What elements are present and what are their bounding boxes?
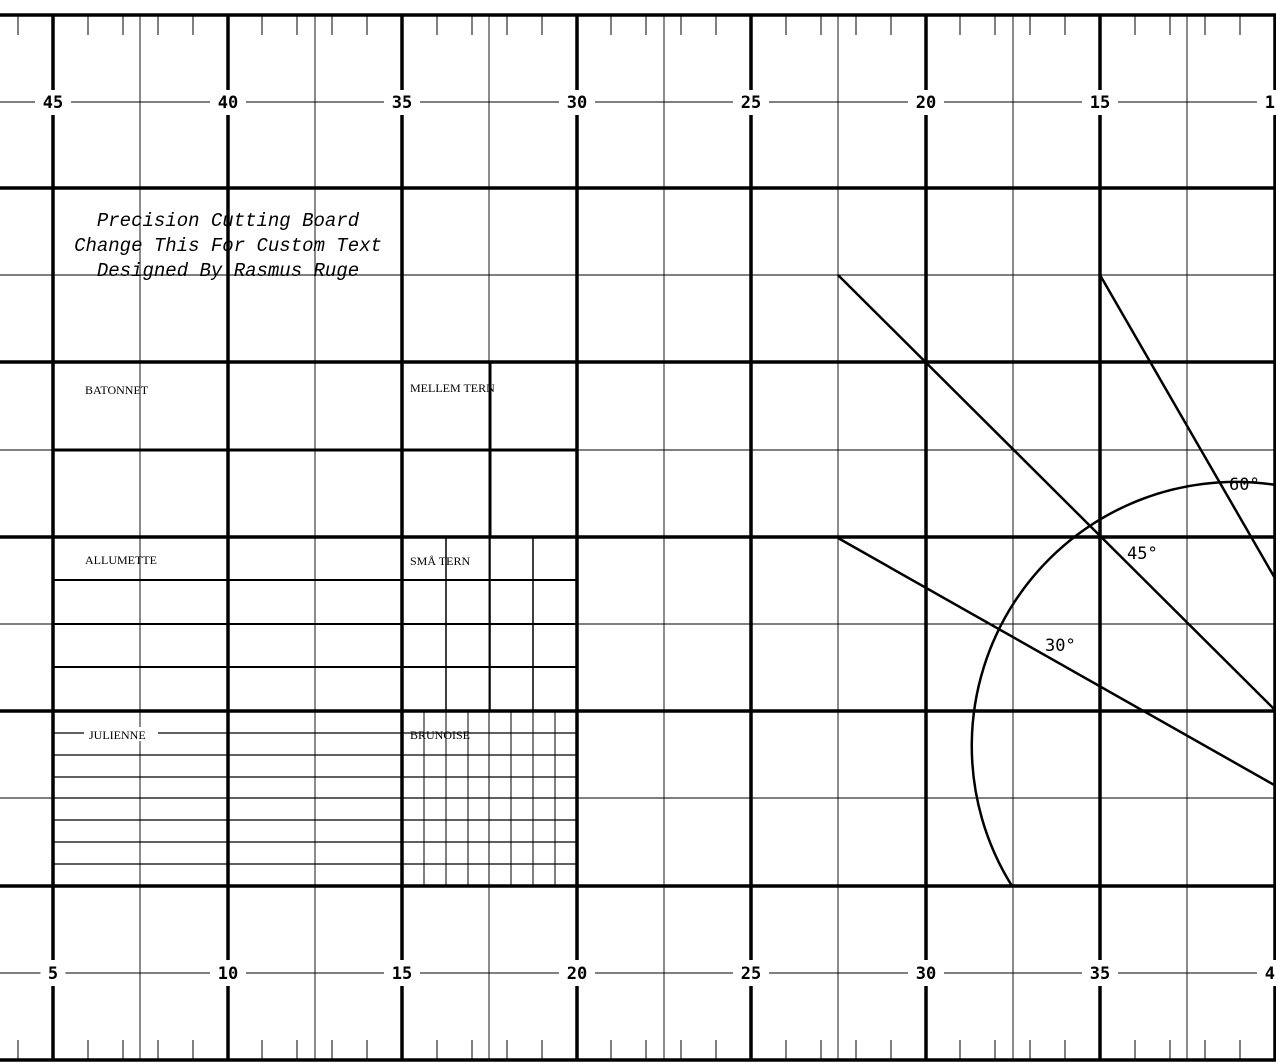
top-scale-number: 25 xyxy=(741,93,761,113)
top-scale-number: 15 xyxy=(1090,93,1110,113)
bottom-scale-number-bg xyxy=(40,961,66,983)
angle-arc xyxy=(970,480,1276,887)
angle-guide xyxy=(837,274,1276,887)
top-scale-number-bg xyxy=(733,90,769,112)
top-scale-number-bg xyxy=(35,90,71,112)
top-scale-number: 40 xyxy=(218,93,238,113)
label-allumette: ALLUMETTE xyxy=(85,553,157,567)
bottom-scale-numbers: 5 10 15 20 25 30 35 40 xyxy=(40,961,1276,984)
angle-label-60: 60° xyxy=(1229,475,1260,495)
bottom-scale-number: 5 xyxy=(48,964,58,984)
bottom-scale-number: 15 xyxy=(392,964,412,984)
label-brunoise: BRUNOISE xyxy=(410,728,470,742)
bottom-scale-number: 10 xyxy=(218,964,238,984)
top-scale-number-bg xyxy=(1257,90,1276,112)
ruler-ticks xyxy=(17,15,1276,1060)
bottom-scale-number: 40 xyxy=(1265,964,1276,984)
bottom-scale-number-bg xyxy=(1257,961,1276,983)
label-julienne: JULIENNE xyxy=(89,728,146,742)
top-scale-number: 10 xyxy=(1265,93,1276,113)
bottom-scale-number: 30 xyxy=(916,964,936,984)
top-scale-number: 30 xyxy=(567,93,587,113)
bottom-scale-number: 35 xyxy=(1090,964,1110,984)
angle-line-30 xyxy=(837,536,1276,788)
bottom-scale-number-bg xyxy=(210,961,246,983)
angle-labels: 30° 45° 60° xyxy=(1045,475,1260,656)
section-labels: BATONNET MELLEM TERN ALLUMETTE SMÅ TERN … xyxy=(84,381,495,742)
top-scale-number: 45 xyxy=(43,93,63,113)
angle-line-45 xyxy=(837,274,1276,712)
label-sma-tern: SMÅ TERN xyxy=(410,554,470,568)
angle-label-30: 30° xyxy=(1045,636,1076,656)
top-scale-number-bg xyxy=(1082,90,1118,112)
angle-label-45: 45° xyxy=(1127,544,1158,564)
label-mellem-tern: MELLEM TERN xyxy=(410,381,495,395)
bottom-scale-number-bg xyxy=(733,961,769,983)
bottom-scale-number-bg xyxy=(384,961,420,983)
custom-text-block: Precision Cutting Board Change This For … xyxy=(74,210,382,282)
top-scale-number: 20 xyxy=(916,93,936,113)
custom-text-line-1: Precision Cutting Board xyxy=(97,210,360,232)
bottom-scale-number-bg xyxy=(908,961,944,983)
top-scale-number-bg xyxy=(384,90,420,112)
top-scale-number: 35 xyxy=(392,93,412,113)
top-scale-numbers: 45 40 35 30 25 20 15 10 xyxy=(35,90,1276,113)
bottom-scale-number-bg xyxy=(559,961,595,983)
bottom-scale-number: 20 xyxy=(567,964,587,984)
custom-text-line-2: Change This For Custom Text xyxy=(74,235,382,257)
angle-line-60 xyxy=(1098,274,1276,581)
label-batonnet: BATONNET xyxy=(85,383,149,397)
top-scale-number-bg xyxy=(559,90,595,112)
custom-text-line-3: Designed By Rasmus Ruge xyxy=(97,260,359,282)
top-scale-number-bg xyxy=(908,90,944,112)
top-scale-number-bg xyxy=(210,90,246,112)
bottom-scale-number-bg xyxy=(1082,961,1118,983)
main-grid xyxy=(0,13,1276,1062)
bottom-scale-number: 25 xyxy=(741,964,761,984)
label-julienne-bg xyxy=(84,727,158,741)
